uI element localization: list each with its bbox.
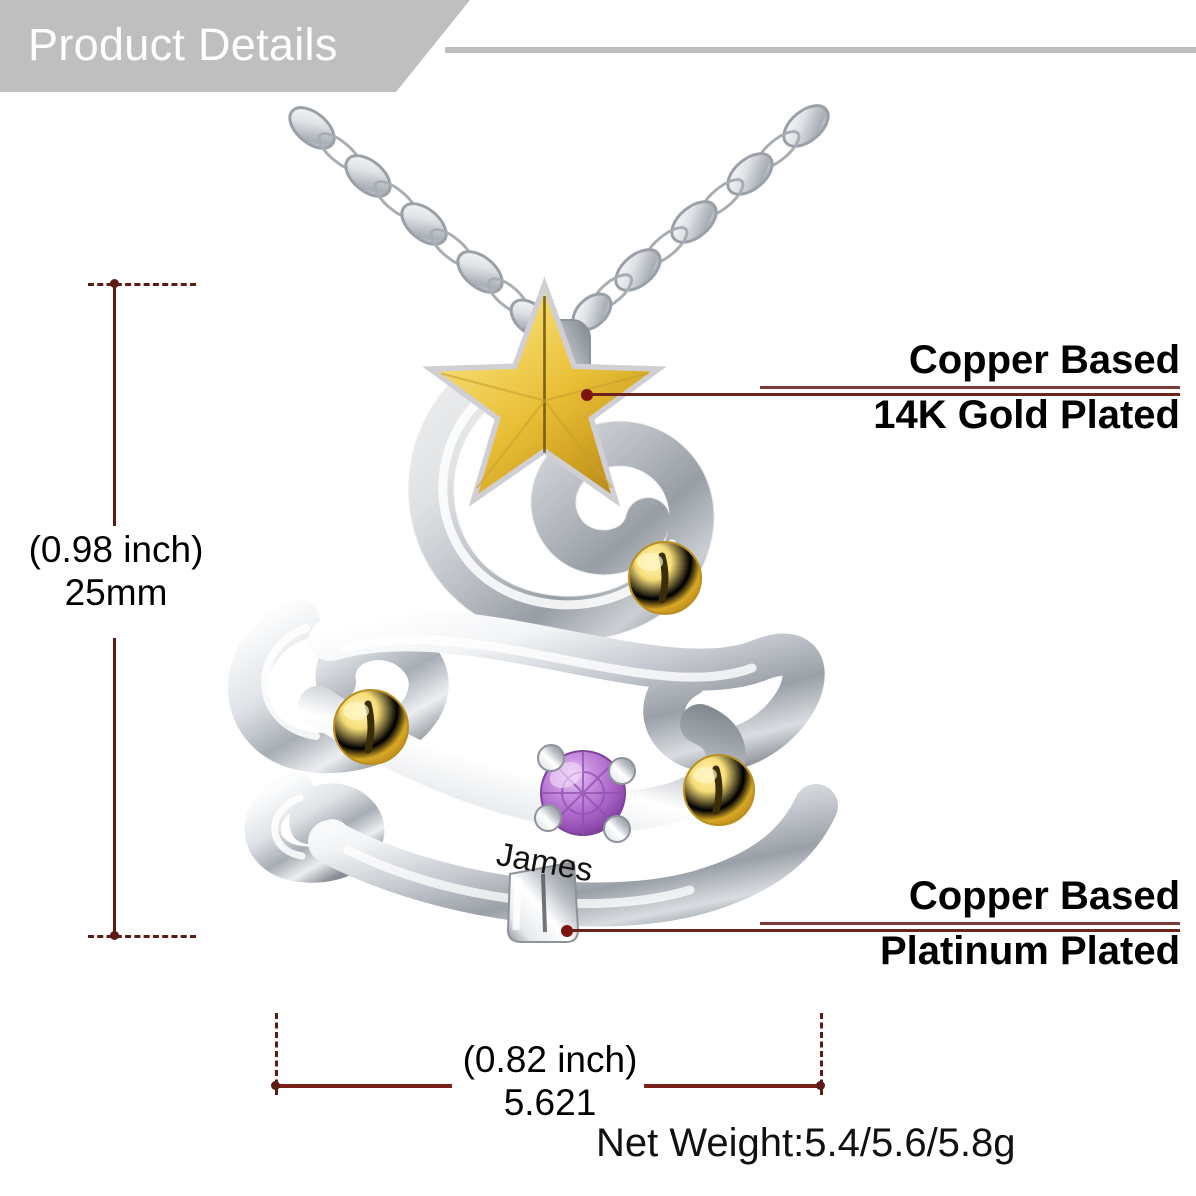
leader-line-platinum xyxy=(568,929,1180,932)
callout-gold-line2: 14K Gold Plated xyxy=(873,393,1180,437)
width-extension-right xyxy=(820,1013,823,1095)
gem-prongs xyxy=(534,744,636,843)
height-mm-value: 25mm xyxy=(64,572,168,613)
callout-gold-rule xyxy=(760,386,1180,389)
dimension-extension-top xyxy=(88,283,196,286)
dimension-line-vertical-upper xyxy=(113,284,116,526)
dimension-line-vertical-lower xyxy=(113,638,116,936)
dimension-line-horizontal-right xyxy=(644,1084,822,1088)
dimension-line-horizontal-left xyxy=(276,1084,452,1088)
banner-underline xyxy=(445,47,1196,53)
engraved-name: James xyxy=(493,835,596,889)
width-endpoint-right xyxy=(816,1081,825,1090)
leader-dot-gold-star xyxy=(581,389,593,401)
width-endpoint-left xyxy=(271,1081,280,1090)
gold-bell-right-lower xyxy=(683,754,755,826)
amethyst-gemstone xyxy=(534,744,636,843)
product-details-banner: Product Details xyxy=(0,0,470,92)
gold-bell-left xyxy=(333,689,409,765)
callout-platinum-line1: Copper Based xyxy=(908,874,1180,918)
dimension-extension-bottom xyxy=(88,935,196,938)
leader-line-gold-star xyxy=(588,393,1180,396)
width-extension-left xyxy=(275,1013,278,1095)
width-mm-value: 5.621 xyxy=(503,1082,597,1123)
callout-platinum-plating: Copper Based Platinum Plated xyxy=(760,872,1180,976)
dimension-endpoint-top xyxy=(110,279,119,288)
pendant-bail xyxy=(527,319,591,441)
callout-platinum-line2: Platinum Plated xyxy=(879,929,1180,973)
leader-dot-platinum xyxy=(561,925,573,937)
tree-middle-swirl xyxy=(228,600,825,831)
callout-gold-plating: Copper Based 14K Gold Plated xyxy=(760,336,1180,440)
callout-gold-line1: Copper Based xyxy=(908,338,1180,382)
chain-right xyxy=(571,104,830,332)
callout-platinum-rule xyxy=(760,922,1180,925)
height-dimension-label: (0.98 inch) 25mm xyxy=(0,528,232,614)
chain-left xyxy=(288,106,551,338)
dimension-endpoint-bottom xyxy=(110,931,119,940)
width-inch-value: (0.82 inch) xyxy=(462,1039,638,1080)
tree-upper-swirl xyxy=(408,372,715,642)
gold-bell-right-upper xyxy=(628,541,702,615)
height-inch-value: (0.98 inch) xyxy=(28,529,204,570)
page-title: Product Details xyxy=(28,19,338,70)
width-dimension-label: (0.82 inch) 5.621 xyxy=(400,1038,700,1124)
net-weight-label: Net Weight:5.4/5.6/5.8g xyxy=(596,1121,1016,1165)
